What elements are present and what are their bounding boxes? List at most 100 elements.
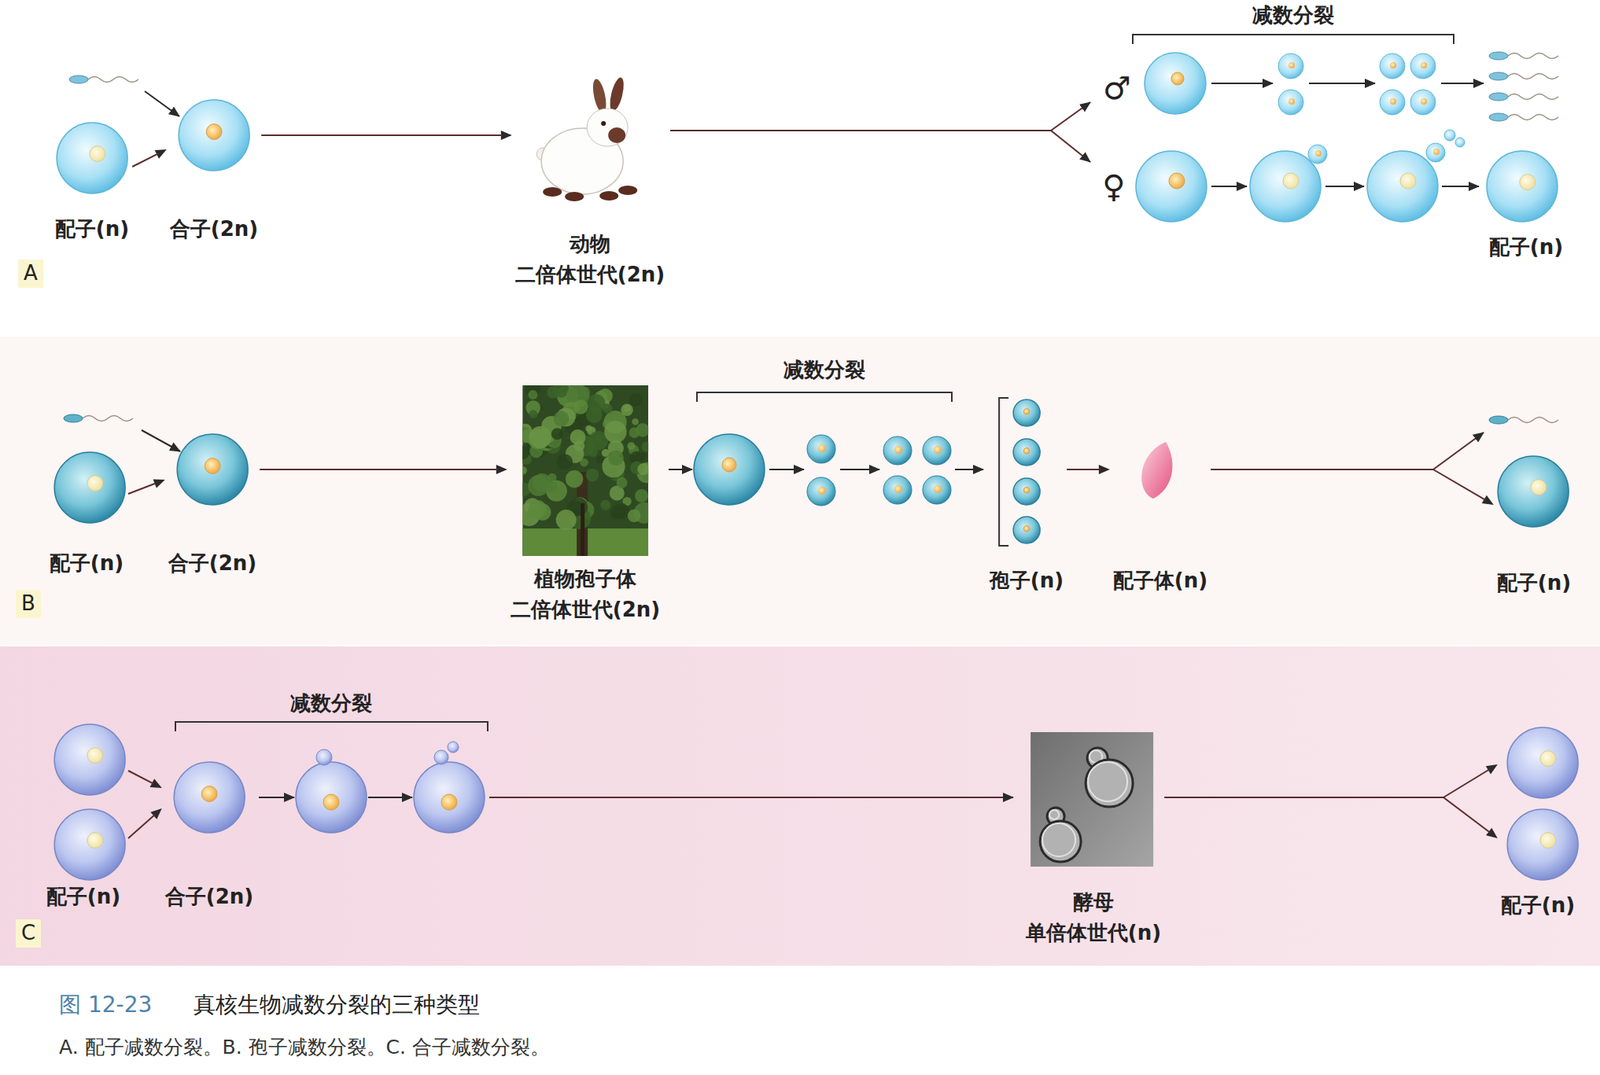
- nucleus: [89, 146, 106, 163]
- figure-part: [1410, 89, 1436, 115]
- connector-line: [261, 134, 503, 137]
- figure-part: [63, 414, 83, 423]
- node-label: 酵母: [1072, 890, 1114, 915]
- node-figure-group: [1030, 732, 1154, 867]
- figure-part: [627, 509, 641, 523]
- yeast-cell: [1039, 821, 1081, 863]
- figure-part: [528, 409, 538, 419]
- connector: [128, 770, 163, 839]
- yeast-highlight: [1087, 762, 1128, 802]
- node-label: 动物: [569, 232, 611, 257]
- connector-line: [259, 468, 498, 471]
- figure-part: [641, 441, 649, 452]
- rabbit-foot: [542, 187, 562, 197]
- figure-part: [447, 741, 459, 753]
- figure-part: [82, 416, 133, 422]
- meiosis-male: [1144, 51, 1559, 122]
- node-figure: [512, 70, 668, 292]
- rabbit-foot: [564, 191, 584, 202]
- figure-part: [586, 406, 603, 424]
- connector: [259, 464, 508, 475]
- figure-part: [295, 762, 367, 834]
- sperm: [1489, 416, 1559, 424]
- process-label: 减数分裂: [783, 357, 866, 383]
- figure-part: [615, 477, 627, 489]
- cell: [1013, 399, 1040, 427]
- figure-part: [608, 449, 624, 466]
- arrowhead: [496, 464, 508, 475]
- figure-part: [1433, 148, 1440, 155]
- figure-part: [489, 796, 1014, 799]
- figure-part: [1168, 173, 1185, 189]
- figure-part: [413, 762, 485, 834]
- figure-part: [840, 468, 880, 471]
- node-label: 配子(n): [1489, 235, 1564, 260]
- figure-part: [1325, 185, 1365, 188]
- figure-part: [551, 427, 564, 440]
- arrow: [668, 468, 693, 471]
- figure-part: [818, 486, 826, 495]
- yeast-highlight: [1042, 823, 1076, 857]
- figure-part: [610, 505, 625, 520]
- figure-part: [631, 418, 639, 426]
- node-label: 配子(n): [1500, 893, 1575, 918]
- figure-part: [316, 749, 332, 766]
- meiosis-spores: [693, 434, 984, 506]
- figure-part: [894, 485, 903, 494]
- connector-line: [1210, 468, 1434, 471]
- stage-node: 配子(n): [1497, 724, 1582, 922]
- figure-part: [1367, 151, 1438, 222]
- figure-part: [1507, 53, 1559, 59]
- figure-part: [1389, 98, 1397, 105]
- node-label: 合子(2n): [169, 217, 259, 242]
- figure-part: [1400, 173, 1416, 189]
- connector: [1164, 764, 1498, 839]
- cell: [1013, 516, 1040, 544]
- figure-part: [556, 453, 572, 470]
- figure-part: [922, 475, 952, 505]
- node-figure: [43, 721, 129, 914]
- figure-part: [1489, 416, 1508, 424]
- arrowhead: [1485, 764, 1498, 775]
- node-label: 配子(n): [46, 884, 121, 910]
- arrowhead: [501, 130, 513, 141]
- meiosis-budding: [258, 741, 1014, 834]
- cell: [56, 122, 128, 194]
- caption: 真核生物减数分裂的三种类型: [193, 991, 480, 1019]
- figure-part: [546, 386, 560, 399]
- stage-node: 孢子(n): [986, 393, 1067, 598]
- process-label: 减数分裂: [1252, 3, 1335, 28]
- tree-photo: [522, 385, 649, 557]
- figure-part: [1389, 62, 1397, 69]
- figure-number: 图 12-23: [58, 991, 152, 1019]
- cell: [173, 762, 245, 834]
- caption-note: A. 配子减数分裂。B. 孢子减数分裂。C. 合子减数分裂。: [58, 1035, 550, 1060]
- cell: [54, 724, 126, 796]
- figure-part: [1420, 62, 1427, 69]
- figure-part: [933, 446, 942, 454]
- connector-line: [1066, 468, 1101, 471]
- rabbit-foot: [599, 191, 619, 201]
- figure-part: [1489, 51, 1508, 60]
- sperm: [63, 414, 133, 423]
- nucleus: [1023, 448, 1029, 454]
- sex-symbol: ♂: [1102, 69, 1132, 107]
- figure-part: [522, 445, 530, 460]
- node-figure-group: [176, 434, 248, 506]
- bracket: [1132, 34, 1454, 45]
- figure-part: [565, 470, 583, 488]
- figure-part: [534, 503, 552, 521]
- figure-part: [629, 393, 643, 407]
- cell: [1013, 478, 1040, 506]
- figure-part: [1211, 185, 1247, 188]
- stage-node: 酵母单倍体世代(n): [1022, 729, 1165, 950]
- figure-part: [639, 453, 647, 461]
- stage-node: 合子(2n): [165, 431, 260, 580]
- figure-part: [818, 444, 826, 453]
- nucleus: [1023, 409, 1029, 415]
- node-figure-group: [515, 380, 658, 557]
- stage-node: 配子(n): [1483, 147, 1567, 264]
- arrowhead: [1485, 828, 1498, 839]
- node-figure-group: [1497, 456, 1569, 528]
- figure-part: [69, 75, 89, 84]
